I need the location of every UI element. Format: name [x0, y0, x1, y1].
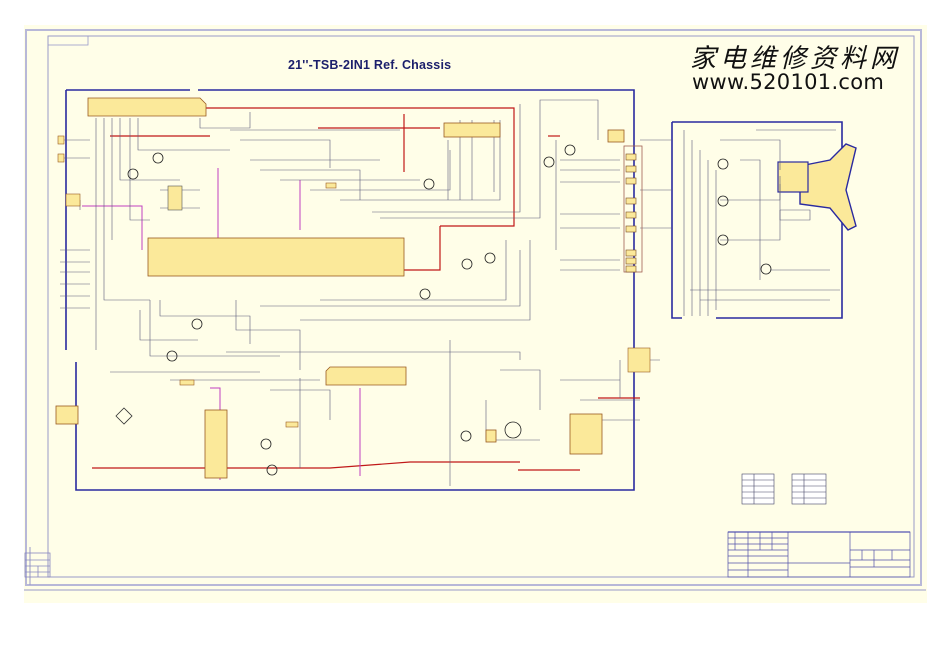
- bridge-rectifier: [115, 407, 133, 425]
- connector-strip: [443, 122, 501, 138]
- vertical-ic: [325, 366, 407, 386]
- left-rev-block: [24, 552, 51, 578]
- switching-transformer: [204, 409, 228, 479]
- crt-wiring: [683, 129, 840, 316]
- crt-tube: [777, 143, 857, 231]
- ac-inlet: [55, 405, 79, 425]
- title-block: [727, 531, 911, 578]
- watermark-site-name: 家电维修资料网: [690, 44, 901, 74]
- wiring: [58, 99, 672, 486]
- watermark-url: www.520101.com: [692, 70, 885, 94]
- power-rails: [92, 107, 640, 471]
- schematic-drawing: [24, 29, 926, 591]
- av-pin-table: [741, 473, 775, 505]
- svideo-pin-table: [791, 473, 827, 505]
- flyback-transformer: [569, 413, 603, 455]
- schematic-sheet: [24, 25, 927, 603]
- watermark: 家电维修资料网 www.520101.com: [686, 38, 918, 98]
- tuner-module: [87, 97, 207, 117]
- speaker-jack: [607, 129, 625, 143]
- schematic-title: 21''-TSB-2IN1 Ref. Chassis: [288, 58, 452, 72]
- ic-chips: [55, 97, 651, 479]
- av-connector-block: [623, 145, 643, 273]
- transistors: [127, 144, 772, 476]
- inner-border: [47, 35, 915, 578]
- main-ic: [147, 237, 405, 277]
- main-board-frame: [75, 89, 635, 491]
- corner-tag: [47, 35, 89, 46]
- crt-board-frame: [672, 121, 843, 319]
- outer-border: [25, 29, 922, 586]
